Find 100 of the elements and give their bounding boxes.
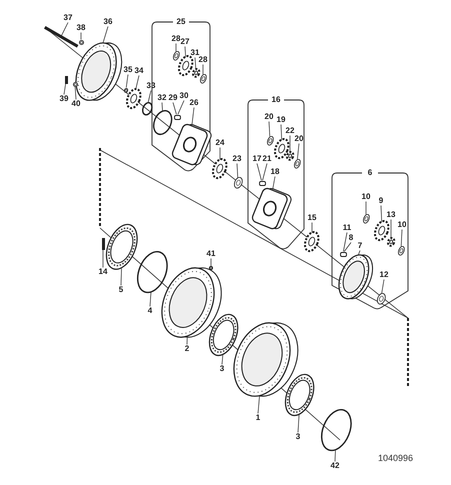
callout-number: 21 [262, 155, 272, 163]
callout-number: 42 [330, 462, 340, 470]
callout-number: 28 [172, 35, 180, 43]
callout-number: 34 [134, 67, 144, 75]
leader-line [334, 450, 336, 462]
leader-line [400, 229, 402, 247]
callout-number: 10 [398, 221, 406, 229]
washer-part [396, 245, 406, 257]
hub-part [233, 322, 299, 398]
hub-part [160, 267, 222, 339]
washer-part [122, 86, 130, 94]
callout-number: 22 [286, 127, 294, 135]
callout-number: 14 [98, 268, 108, 276]
callout-number: 5 [118, 286, 124, 294]
washer-part [232, 176, 244, 190]
callout-number: 32 [158, 94, 166, 102]
leader-line [262, 163, 268, 181]
callout-number: 7 [358, 242, 362, 250]
callout-number: 1 [256, 414, 260, 422]
leader-line [236, 163, 238, 178]
gear-part [212, 158, 228, 180]
leader-line [272, 176, 276, 191]
washer-part [72, 80, 78, 88]
callout-number: 27 [180, 38, 190, 46]
leader-line [162, 102, 163, 112]
bolt-part [100, 237, 106, 251]
leader-line [150, 292, 152, 307]
leader-line [102, 26, 108, 44]
callout-number: 41 [206, 250, 216, 258]
hub-part [338, 254, 374, 300]
leader-line [256, 163, 262, 181]
callout-number: 37 [64, 14, 72, 22]
leader-line [177, 100, 184, 115]
leader-line [280, 124, 282, 141]
callout-number: 8 [348, 234, 354, 242]
callout-number: 39 [60, 95, 68, 103]
ring-part [136, 250, 168, 294]
callout-number: 19 [276, 116, 286, 124]
leader-line [186, 336, 188, 345]
leader-line [74, 86, 76, 100]
leader-line [210, 258, 212, 266]
leader-line [120, 268, 122, 286]
callout-number: 29 [168, 94, 178, 102]
leader-line [390, 219, 392, 239]
callout-number: 23 [232, 155, 242, 163]
gear-part [374, 220, 390, 242]
leader-line [135, 75, 140, 90]
callout-number: 3 [296, 433, 300, 441]
hub-part [74, 42, 123, 102]
washer-part [376, 292, 386, 306]
pin-part [338, 250, 348, 258]
bolt-part [64, 75, 68, 85]
callout-number: 36 [104, 18, 112, 26]
pin-part [258, 180, 266, 186]
ring-part [152, 109, 174, 136]
leader-line [258, 396, 260, 414]
leader-line [194, 57, 196, 70]
leader-line [297, 143, 300, 160]
leader-line [184, 46, 186, 58]
washer-part [78, 38, 84, 46]
callout-number: 28 [198, 56, 208, 64]
leader-line [61, 22, 68, 36]
bearing-part [208, 313, 240, 357]
washer-part [292, 158, 302, 170]
pin-part [172, 114, 182, 120]
callout-number: 26 [190, 99, 198, 107]
carrier-part [170, 122, 214, 168]
callout-number: 11 [342, 224, 352, 232]
ring-part [140, 101, 154, 117]
gear-part [386, 237, 396, 247]
leader-line [298, 414, 300, 433]
leader-line [191, 107, 194, 127]
drawing-number: 1040996 [378, 453, 414, 463]
gear-part [126, 88, 142, 110]
callout-number: 20 [264, 113, 274, 121]
washer-part [362, 213, 370, 225]
callout-number: 16 [270, 96, 282, 104]
leader-line [358, 250, 360, 256]
gear-part [286, 151, 294, 161]
washer-part [198, 73, 208, 85]
leader-line [172, 102, 177, 115]
washer-part [266, 135, 274, 147]
gear-part [192, 68, 200, 78]
callout-number: 13 [386, 211, 396, 219]
leader-line [343, 232, 348, 252]
callout-number: 30 [180, 92, 188, 100]
callout-number: 40 [72, 100, 80, 108]
carrier-part [250, 186, 294, 232]
callout-number: 9 [378, 197, 384, 205]
callout-number: 15 [308, 214, 316, 222]
leader-line [80, 32, 82, 40]
leader-line [102, 250, 104, 268]
leader-line [202, 64, 204, 75]
callout-number: 10 [362, 193, 370, 201]
callout-number: 20 [294, 135, 304, 143]
leader-line [126, 74, 128, 88]
leader-line [381, 279, 384, 294]
leader-line [380, 205, 382, 223]
washer-part [172, 50, 180, 62]
callout-number: 12 [380, 271, 388, 279]
